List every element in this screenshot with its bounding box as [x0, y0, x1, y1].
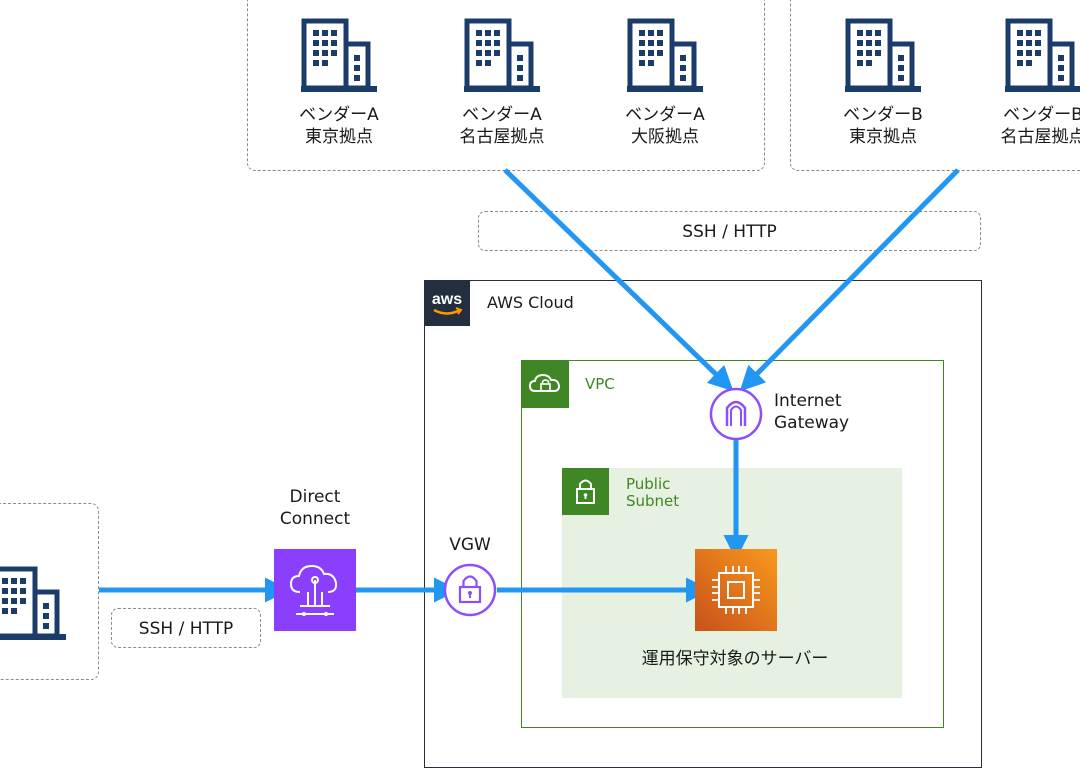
vpn-gateway-icon — [443, 563, 497, 617]
site-vendor-b-nagoya: ベンダーB 名古屋拠点 — [978, 18, 1080, 148]
internet-gateway-icon — [709, 387, 763, 441]
site-vendor-b-tokyo: ベンダーB 東京拠点 — [818, 18, 948, 148]
direct-connect-label: Direct Connect — [265, 486, 365, 530]
vgw-label: VGW — [449, 535, 491, 555]
site-vendor-a-osaka: ベンダーA 大阪拠点 — [600, 18, 730, 148]
site-location: 名古屋拠点 — [459, 127, 545, 147]
aws-cloud-label: AWS Cloud — [487, 293, 574, 312]
site-name: ベンダーA — [625, 105, 705, 125]
internet-gateway-line1: Internet — [774, 391, 842, 411]
lock-icon — [562, 468, 609, 515]
direct-connect-line1: Direct — [289, 487, 341, 507]
site-name: ベンダーB — [843, 105, 923, 125]
protocol-label-onprem: SSH / HTTP — [111, 608, 261, 648]
internet-gateway-line2: Gateway — [774, 413, 850, 433]
site-name: ベンダーB — [1003, 105, 1080, 125]
site-location: 東京拠点 — [305, 127, 373, 147]
site-vendor-a-nagoya: ベンダーA 名古屋拠点 — [437, 18, 567, 148]
site-location: 名古屋拠点 — [1000, 127, 1080, 147]
site-location: 東京拠点 — [849, 127, 917, 147]
aws-logo-icon: aws — [424, 280, 470, 326]
public-subnet-label: Public Subnet — [626, 476, 679, 510]
site-name: ベンダーA — [462, 105, 542, 125]
public-subnet-line2: Subnet — [626, 492, 680, 510]
server-label: 運用保守対象のサーバー — [641, 649, 829, 669]
direct-connect-line2: Connect — [279, 509, 351, 529]
ec2-instance-icon — [695, 549, 777, 631]
site-vendor-a-tokyo: ベンダーA 東京拠点 — [274, 18, 404, 148]
vpc-container — [521, 360, 944, 728]
aws-logo-text: aws — [432, 291, 462, 308]
site-name: ベンダーA — [299, 105, 379, 125]
internet-gateway-label: Internet Gateway — [774, 390, 849, 434]
public-subnet-line1: Public — [626, 475, 671, 493]
arrow-vendor-b-to-igw — [739, 168, 960, 392]
vpc-label: VPC — [585, 375, 615, 393]
arrow-vendor-a-to-igw — [503, 168, 734, 392]
aws-cloud-container — [424, 280, 982, 768]
cloud-lock-icon — [521, 360, 569, 408]
direct-connect-icon — [274, 549, 356, 631]
site-location: 大阪拠点 — [631, 127, 699, 147]
